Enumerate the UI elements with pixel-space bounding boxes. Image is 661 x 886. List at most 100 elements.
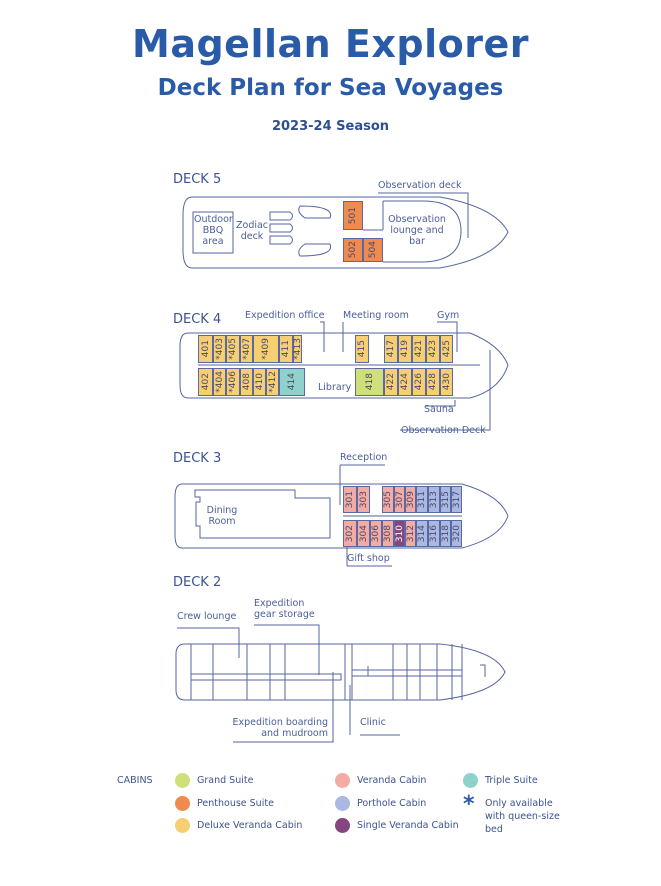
cabin-305[interactable]: 305 [382,486,394,513]
reception-label: Reception [340,452,388,463]
cabin-407[interactable]: *407 [240,335,253,363]
cabin-404[interactable]: *404 [213,368,226,396]
cabin-317[interactable]: 317 [451,486,462,513]
deck4-hull [179,332,509,399]
cabin-424[interactable]: 424 [398,368,412,396]
cabin-number: 306 [371,524,381,543]
cabin-number: *403 [214,338,225,360]
cabin-316[interactable]: 316 [428,520,440,547]
dining-room-label: Dining Room [206,505,238,527]
cabin-313[interactable]: 313 [428,486,440,513]
cabin-307[interactable]: 307 [394,486,405,513]
observation-deck-label: Observation deck [378,180,462,191]
page-subtitle: Deck Plan for Sea Voyages [157,75,504,101]
cabin-number: *413 [292,338,303,360]
cabin-number: 310 [394,524,405,543]
cabin-number: 423 [428,340,438,358]
cabin-426[interactable]: 426 [412,368,426,396]
cabin-409[interactable]: *409 [253,335,279,363]
cabin-number: *404 [214,371,225,393]
deck3-hull [174,483,509,549]
cabin-number: 424 [400,373,410,391]
cabin-315[interactable]: 315 [440,486,451,513]
observation-lounge-label: Observation lounge and bar [388,214,446,247]
legend-swatch-deluxe [175,818,190,833]
cabin-number: *407 [241,338,252,360]
cabin-number: 317 [451,490,462,509]
cabin-414[interactable]: 414 [279,368,305,396]
cabin-415[interactable]: 415 [355,335,369,363]
cabin-number: 314 [417,524,427,543]
legend-label-penthouse: Penthouse Suite [197,798,274,809]
cabin-number: 501 [348,206,358,225]
cabin-401[interactable]: 401 [198,335,213,363]
cabin-number: 316 [429,524,439,543]
zodiac-deck-label: Zodiac deck [236,220,269,242]
cabin-314[interactable]: 314 [416,520,428,547]
cabin-number: 312 [405,524,416,543]
asterisk-note: Only available with queen-size bed [485,798,560,835]
cabin-406[interactable]: *406 [226,368,240,396]
cabin-402[interactable]: 402 [198,368,213,396]
cabin-418[interactable]: 418 [355,368,384,396]
cabin-number: 315 [440,490,451,509]
cabin-412[interactable]: *412 [266,368,279,396]
cabin-419[interactable]: 419 [398,335,412,363]
cabin-number: 402 [200,373,211,391]
cabin-308[interactable]: 308 [382,520,394,547]
cabin-number: 418 [364,373,375,391]
cabin-423[interactable]: 423 [426,335,440,363]
cabin-number: 307 [394,490,405,509]
cabin-number: 415 [357,340,367,358]
cabin-311[interactable]: 311 [416,486,428,513]
clinic-label: Clinic [360,717,386,728]
cabin-504[interactable]: 504 [363,238,383,262]
cabin-number: *412 [267,371,278,393]
cabin-number: 318 [440,524,451,543]
cabin-number: 302 [345,524,355,543]
cabin-number: 308 [383,524,393,543]
legend-label-grand: Grand Suite [197,775,254,786]
cabin-410[interactable]: 410 [253,368,266,396]
cabin-428[interactable]: 428 [426,368,440,396]
cabin-405[interactable]: *405 [226,335,240,363]
cabin-411[interactable]: 411 [279,335,293,363]
cabin-number: 304 [358,524,369,543]
cabin-number: 311 [417,490,427,509]
cabin-number: 430 [441,373,452,391]
legend-swatch-penthouse [175,796,190,811]
cabin-422[interactable]: 422 [384,368,398,396]
cabin-310[interactable]: 310 [394,520,405,547]
cabin-number: *405 [228,338,238,360]
cabin-302[interactable]: 302 [343,520,357,547]
cabin-417[interactable]: 417 [384,335,398,363]
cabin-501[interactable]: 501 [343,201,363,230]
cabin-312[interactable]: 312 [405,520,416,547]
cabin-303[interactable]: 303 [357,486,370,513]
observation-deck-4-label: Observation Deck [401,425,486,436]
cabin-320[interactable]: 320 [451,520,462,547]
cabin-413[interactable]: *413 [292,335,303,363]
cabin-number: 422 [386,373,396,391]
cabin-318[interactable]: 318 [440,520,451,547]
cabin-408[interactable]: 408 [240,368,253,396]
gym-label: Gym [437,310,460,321]
cabin-number: 425 [441,340,452,358]
cabin-425[interactable]: 425 [440,335,453,363]
deck3-label: DECK 3 [173,451,222,466]
cabin-502[interactable]: 502 [343,238,363,262]
cabin-304[interactable]: 304 [357,520,370,547]
cabin-number: *406 [228,371,238,393]
cabin-421[interactable]: 421 [412,335,426,363]
crew-lounge-label: Crew lounge [177,611,237,622]
cabin-403[interactable]: *403 [213,335,226,363]
cabin-number: 408 [241,373,252,391]
cabin-number: 426 [414,373,424,391]
cabin-430[interactable]: 430 [440,368,453,396]
cabin-number: 313 [429,490,439,509]
library-label: Library [318,382,352,393]
cabin-306[interactable]: 306 [370,520,382,547]
cabin-309[interactable]: 309 [405,486,416,513]
cabin-301[interactable]: 301 [343,486,357,513]
